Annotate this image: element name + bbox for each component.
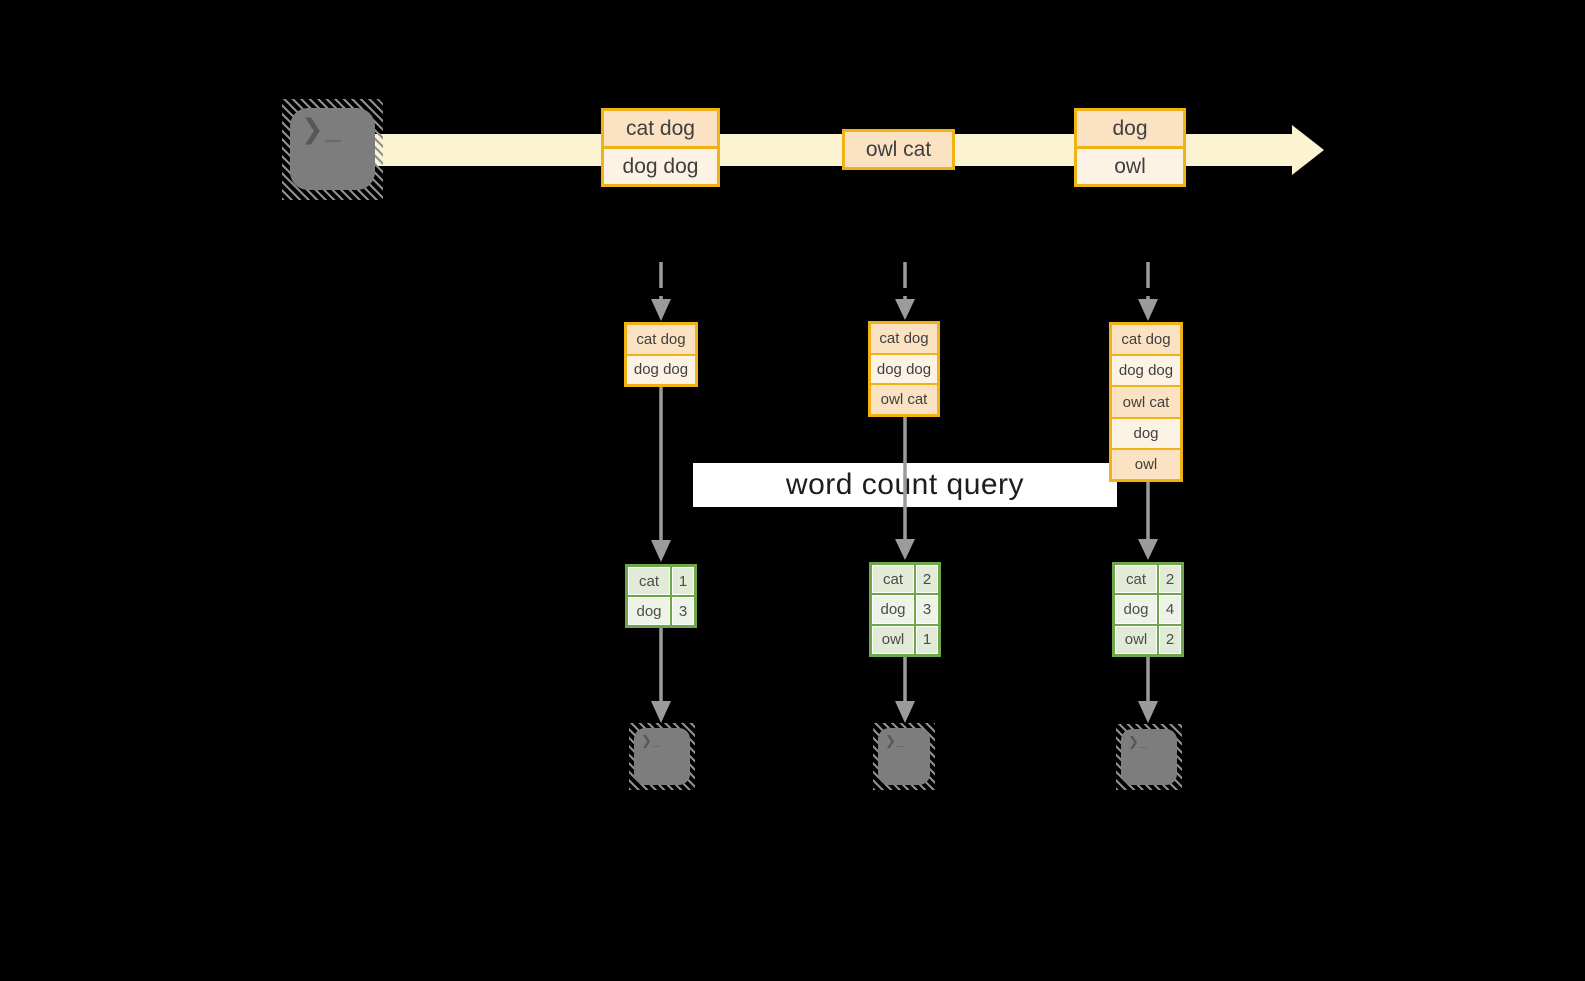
arrowhead-table-col2 (895, 539, 915, 560)
count-value-cell: 2 (1159, 625, 1181, 654)
buffer-line: cat dog (871, 324, 937, 353)
buffer-line: owl (1112, 447, 1180, 480)
arrowhead-table-col3 (1138, 539, 1158, 560)
query-banner: word count query (693, 463, 1117, 507)
arrowhead-sink-col2 (895, 701, 915, 723)
stream-event-box-3: dog owl (1074, 108, 1186, 187)
buffer-line: owl cat (871, 383, 937, 415)
count-word-cell: owl (872, 625, 914, 654)
terminal-sink-icon-col2: ❯_ (873, 723, 935, 790)
count-word-cell: dog (872, 595, 914, 624)
count-value-cell: 3 (672, 597, 694, 625)
count-word-cell: owl (1115, 625, 1157, 654)
arrowhead-sink-col3 (1138, 701, 1158, 723)
terminal-prompt-icon: ❯_ (1128, 734, 1149, 749)
terminal-source-icon: ❯_ (282, 99, 383, 200)
terminal-prompt-icon: ❯_ (301, 114, 343, 144)
buffer-box-col1: cat dog dog dog (624, 322, 698, 387)
dashed-arrowhead-col2 (895, 299, 915, 320)
buffer-line: dog dog (1112, 354, 1180, 386)
count-value-cell: 4 (1159, 595, 1181, 624)
arrowhead-sink-col1 (651, 701, 671, 723)
event-line: owl cat (845, 132, 952, 167)
count-word-cell: dog (628, 597, 670, 625)
buffer-box-col2: cat dog dog dog owl cat (868, 321, 940, 417)
buffer-line: dog (1112, 416, 1180, 448)
terminal-sink-icon-col3: ❯_ (1116, 724, 1182, 790)
count-word-cell: cat (1115, 565, 1157, 594)
terminal-sink-icon-col1: ❯_ (629, 723, 695, 790)
count-value-cell: 3 (916, 595, 938, 624)
terminal-screen: ❯_ (878, 728, 930, 785)
count-word-cell: dog (1115, 595, 1157, 624)
buffer-box-col3: cat dog dog dog owl cat dog owl (1109, 322, 1183, 482)
count-table-col3: cat 2 dog 4 owl 2 (1112, 562, 1184, 657)
event-line: cat dog (604, 111, 717, 146)
count-word-cell: cat (872, 565, 914, 594)
query-banner-label: word count query (785, 468, 1025, 501)
count-table-col2: cat 2 dog 3 owl 1 (869, 562, 941, 657)
buffer-line: cat dog (1112, 325, 1180, 355)
stream-arrowhead-icon (1292, 125, 1324, 175)
stream-event-box-1: cat dog dog dog (601, 108, 720, 187)
count-value-cell: 2 (1159, 565, 1181, 594)
count-value-cell: 2 (916, 565, 938, 594)
terminal-screen: ❯_ (290, 108, 375, 190)
buffer-line: dog dog (871, 352, 937, 384)
count-value-cell: 1 (916, 625, 938, 654)
dashed-arrowhead-col3 (1138, 299, 1158, 321)
count-table-col1: cat 1 dog 3 (625, 564, 697, 628)
terminal-prompt-icon: ❯_ (885, 733, 906, 748)
event-line: dog dog (604, 146, 717, 184)
dashed-arrowhead-col1 (651, 299, 671, 321)
event-line: dog (1077, 111, 1183, 146)
terminal-prompt-icon: ❯_ (641, 733, 662, 748)
arrowhead-table-col1 (651, 540, 671, 562)
stream-event-box-2: owl cat (842, 129, 955, 170)
buffer-line: dog dog (627, 353, 695, 384)
buffer-line: cat dog (627, 325, 695, 354)
count-word-cell: cat (628, 567, 670, 595)
buffer-line: owl cat (1112, 385, 1180, 417)
count-value-cell: 1 (672, 567, 694, 595)
terminal-screen: ❯_ (1121, 729, 1177, 785)
event-line: owl (1077, 146, 1183, 184)
terminal-screen: ❯_ (634, 728, 690, 785)
